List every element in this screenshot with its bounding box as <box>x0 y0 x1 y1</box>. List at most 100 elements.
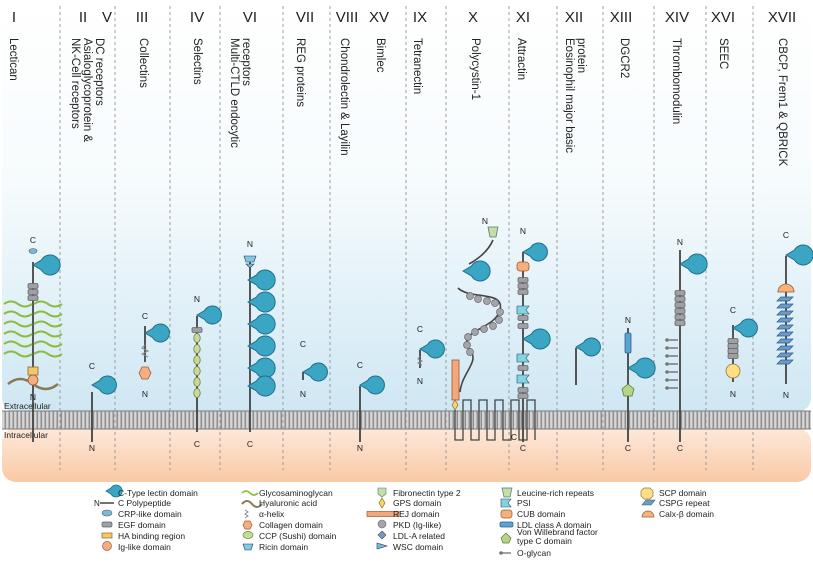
legend-label: REJ domain <box>393 509 440 519</box>
legend-label: α-helix <box>259 509 285 519</box>
gag-chain <box>3 350 33 358</box>
o-glycan <box>665 378 669 382</box>
column-separators <box>59 6 754 470</box>
ig-domain <box>27 374 39 386</box>
group-name: Bimlec <box>374 38 386 73</box>
cspg-repeat <box>776 317 794 323</box>
n-terminus-label: N <box>194 294 200 304</box>
collagen-domain <box>138 366 152 380</box>
rej-domain <box>451 359 460 401</box>
egf-domain <box>517 393 529 399</box>
legend-label: EGF domain <box>118 520 166 530</box>
gag-chain <box>3 300 33 308</box>
ctld-domain <box>359 375 385 395</box>
legend-label: C Polypeptide <box>118 498 171 508</box>
legend-item: LDL-A related <box>377 530 445 541</box>
legend-item: HA binding region <box>101 531 185 541</box>
pkd-domain <box>491 299 499 307</box>
legend-item: GPS domain <box>378 497 441 509</box>
egf-domain <box>517 315 529 321</box>
legend-label: Hyaluronic acid <box>259 498 317 508</box>
group-headers: I Lectican II Asialoglycoprotein &DC recept… <box>7 9 796 167</box>
ctld-domain <box>679 253 708 275</box>
ctld-domain <box>91 375 117 395</box>
polypeptide-chain <box>468 239 494 265</box>
cspg-repeat <box>776 324 794 330</box>
ctld-domain <box>196 305 222 325</box>
egf-domain <box>517 323 529 329</box>
egf-domain <box>727 338 739 344</box>
group-name: Thrombomodulin <box>670 38 682 124</box>
c-terminus-label: C <box>30 235 36 245</box>
pkd-icon <box>377 519 387 529</box>
egf-domain <box>517 387 529 393</box>
group-numeral: I <box>12 9 16 26</box>
c-terminus-label: C <box>520 443 526 453</box>
ccp-domain <box>193 344 201 354</box>
legend-label: HA binding region <box>118 531 185 541</box>
legend-label: Ig-like domain <box>118 542 171 552</box>
gag-chain <box>33 340 63 348</box>
vwc-icon <box>500 532 512 544</box>
legend-item: LDL class A domain <box>499 520 592 530</box>
ccp-domain <box>193 366 201 376</box>
legend-label: Leucine-rich repeats <box>517 488 594 498</box>
ctld-domain <box>522 328 551 350</box>
ctld-domain <box>732 318 758 338</box>
cspg-repeat <box>776 303 794 309</box>
ldla-domain <box>624 332 632 354</box>
group-numeral: VI <box>243 9 257 26</box>
legend-label: GPS domain <box>393 498 441 508</box>
egf-domain <box>674 308 686 314</box>
ccp-domain <box>193 355 201 365</box>
c-terminus-label: C <box>511 432 517 442</box>
c-terminus-label: C <box>194 439 200 449</box>
legend-item: PKD (Ig-like) <box>377 519 441 530</box>
ha-binding-region <box>27 366 39 376</box>
pkd-domain <box>471 328 479 336</box>
legend-item: Calx-β domain <box>641 509 714 519</box>
n-terminus-label: N <box>520 226 526 236</box>
gag-chain <box>33 300 63 308</box>
c-terminus-label: C <box>417 324 423 334</box>
legend-item: CCP (Sushi) domain <box>242 531 337 541</box>
group-name: NK-Cell receptors <box>69 38 81 129</box>
legend-item: O-glycan <box>499 548 551 558</box>
group-numeral: II <box>79 9 87 26</box>
crp-icon <box>101 509 113 517</box>
ctld-domain <box>247 335 276 357</box>
pkd-domain <box>480 325 488 333</box>
extracellular-region <box>2 2 811 412</box>
legend-label: CSPG repeat <box>659 498 710 508</box>
alpha-helix <box>416 355 424 366</box>
ldla-related-icon <box>377 530 387 540</box>
group-name: Asialoglycoprotein &DC receptors <box>81 38 105 143</box>
pkd-domain <box>463 341 471 349</box>
cspg-repeat <box>776 296 794 302</box>
egf-domain <box>674 320 686 326</box>
c-terminus-label: C <box>247 439 253 449</box>
intracellular-label: Intracellular <box>4 430 48 440</box>
egf-domain <box>517 277 529 283</box>
n-terminus-label: N <box>625 315 631 325</box>
wsc-icon <box>376 542 389 550</box>
collagen-icon <box>242 520 253 530</box>
group-name: Attractin <box>515 38 527 80</box>
gag-chain <box>3 320 33 328</box>
c-terminus-label: C <box>300 339 306 349</box>
legend-label: PKD (Ig-like) <box>393 520 441 530</box>
cspg-repeat <box>776 359 794 365</box>
legend-item: Glycosaminoglycan <box>241 488 333 498</box>
c-terminus-label: C <box>730 305 736 315</box>
group-numeral: IV <box>190 9 204 26</box>
group-name: Lectican <box>7 38 19 81</box>
intracellular-region <box>2 428 811 482</box>
group-numeral: III <box>136 9 149 26</box>
ctld-domain <box>575 337 601 357</box>
gag-chain <box>33 330 63 338</box>
